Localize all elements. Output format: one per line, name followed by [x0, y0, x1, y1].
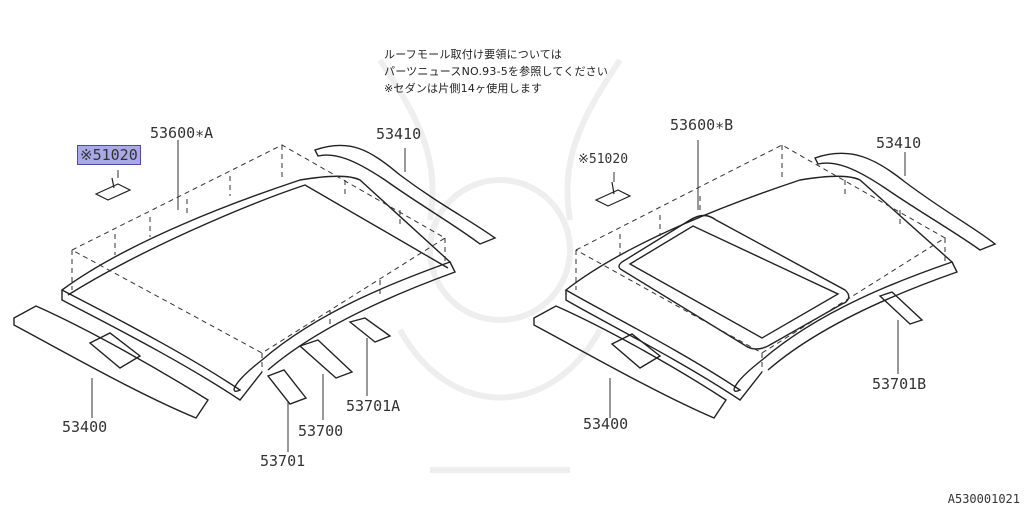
label-front-rail-left[interactable]: 53400	[62, 418, 108, 436]
right-front-rail	[533, 305, 727, 419]
left-leader-lines	[91, 140, 406, 452]
left-clip	[94, 177, 132, 201]
note-line-1: ルーフモール取付け要領については	[384, 48, 562, 61]
left-roof-rail	[314, 144, 497, 245]
diagram-code: A530001021	[947, 492, 1020, 506]
sunroof-opening	[618, 214, 850, 350]
label-front-rail-right[interactable]: 53400	[583, 415, 629, 433]
label-bow-53701a[interactable]: 53701A	[346, 397, 401, 415]
label-rail-left[interactable]: 53410	[376, 125, 422, 143]
label-bow-53700[interactable]: 53700	[298, 422, 344, 440]
right-roof-bow	[878, 291, 924, 325]
label-bow-53701[interactable]: 53701	[260, 452, 306, 470]
label-roof-panel-b[interactable]: 53600∗B	[670, 116, 734, 134]
left-roof-bows	[266, 317, 392, 405]
label-clip-right[interactable]: ※51020	[578, 152, 629, 167]
left-dashed-box	[71, 144, 446, 372]
left-roof-panel	[60, 175, 456, 401]
right-leader-lines	[609, 140, 906, 418]
part-51020-highlight[interactable]: ※51020	[77, 145, 141, 165]
label-roof-panel-a[interactable]: 53600∗A	[150, 124, 214, 142]
note-line-3: ※セダンは片側14ヶ使用します	[384, 82, 543, 95]
left-front-rail	[13, 305, 209, 419]
right-roof-panel	[564, 175, 958, 401]
right-dashed-box	[575, 144, 946, 372]
note-line-2: パーツニュースNO.93-5を参照してください	[384, 65, 609, 78]
right-roof-rail	[814, 152, 997, 251]
label-rail-right[interactable]: 53410	[876, 134, 922, 152]
watermark-emblem	[377, 58, 623, 473]
label-clip-left[interactable]: ※51020	[77, 145, 141, 165]
right-clip	[594, 181, 632, 207]
label-bow-53701b[interactable]: 53701B	[872, 375, 927, 393]
